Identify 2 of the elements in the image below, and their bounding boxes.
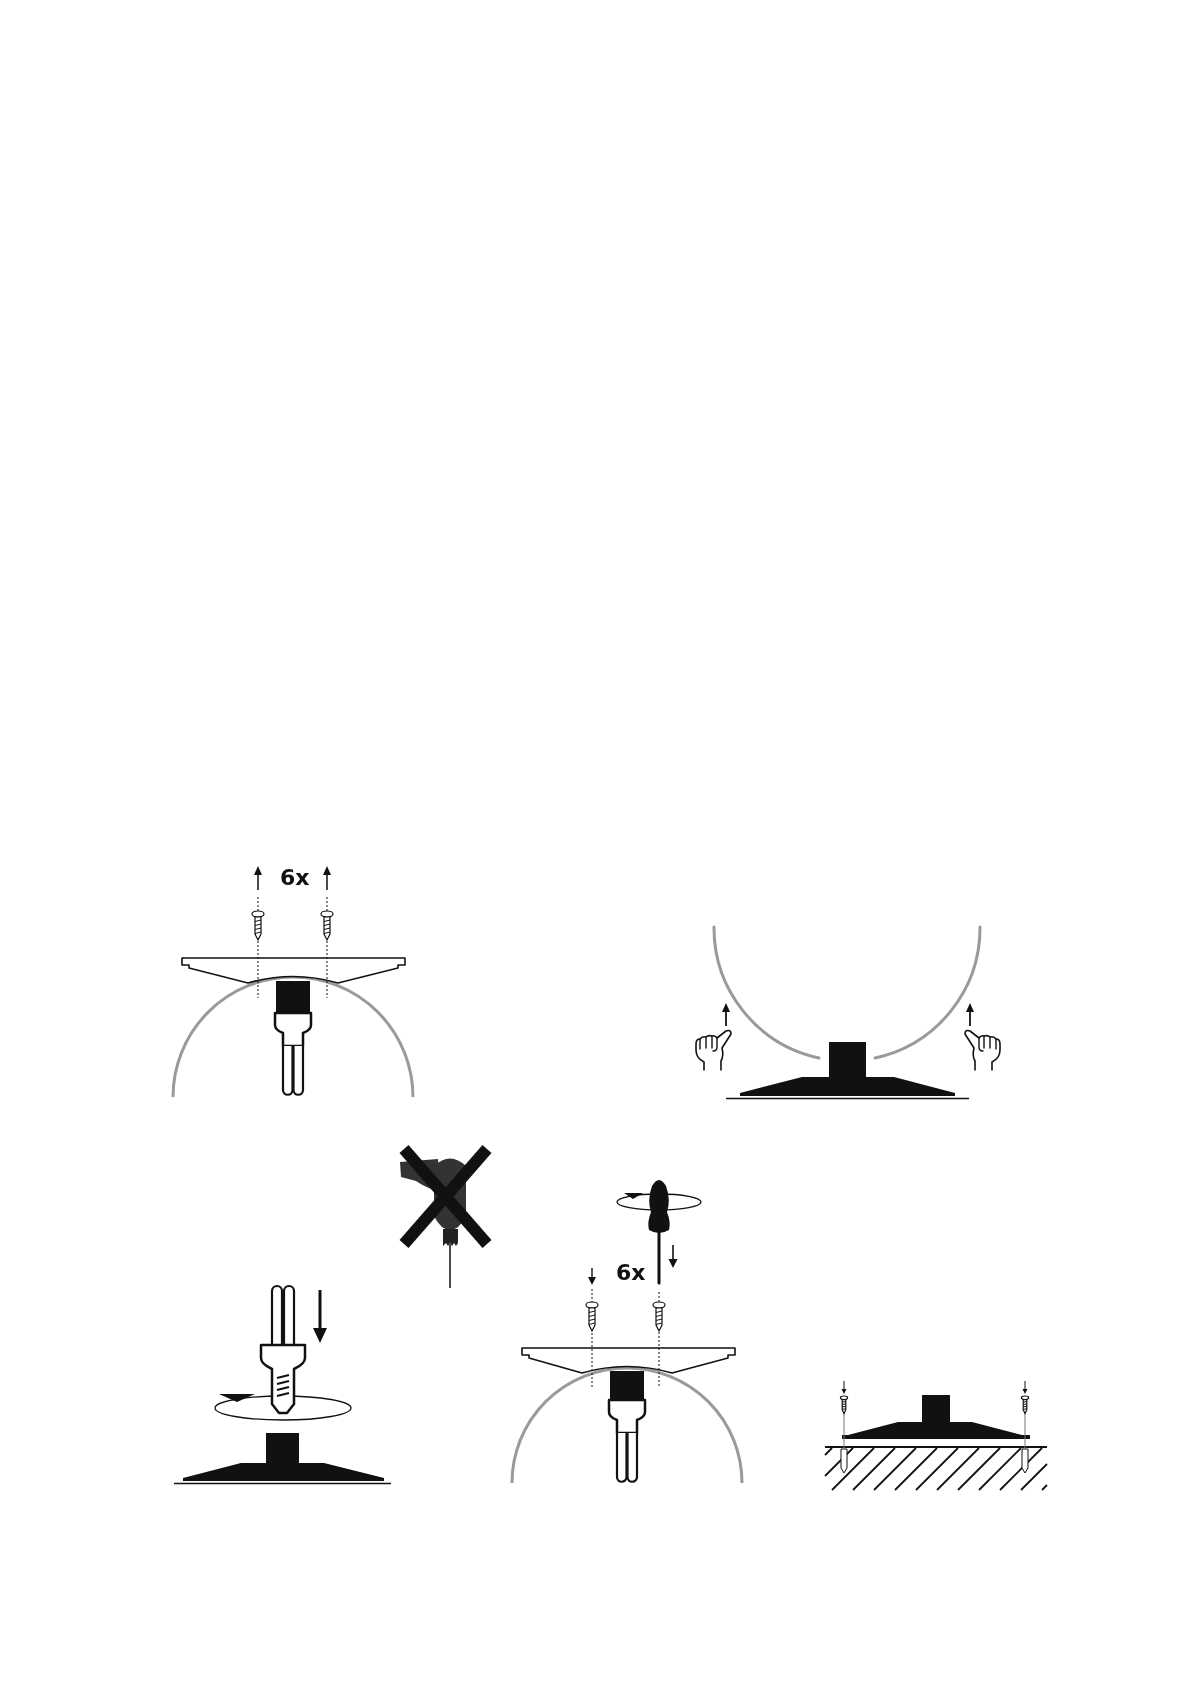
quantity-label: 6x — [280, 867, 310, 889]
quantity-label: 6x — [616, 1262, 646, 1284]
